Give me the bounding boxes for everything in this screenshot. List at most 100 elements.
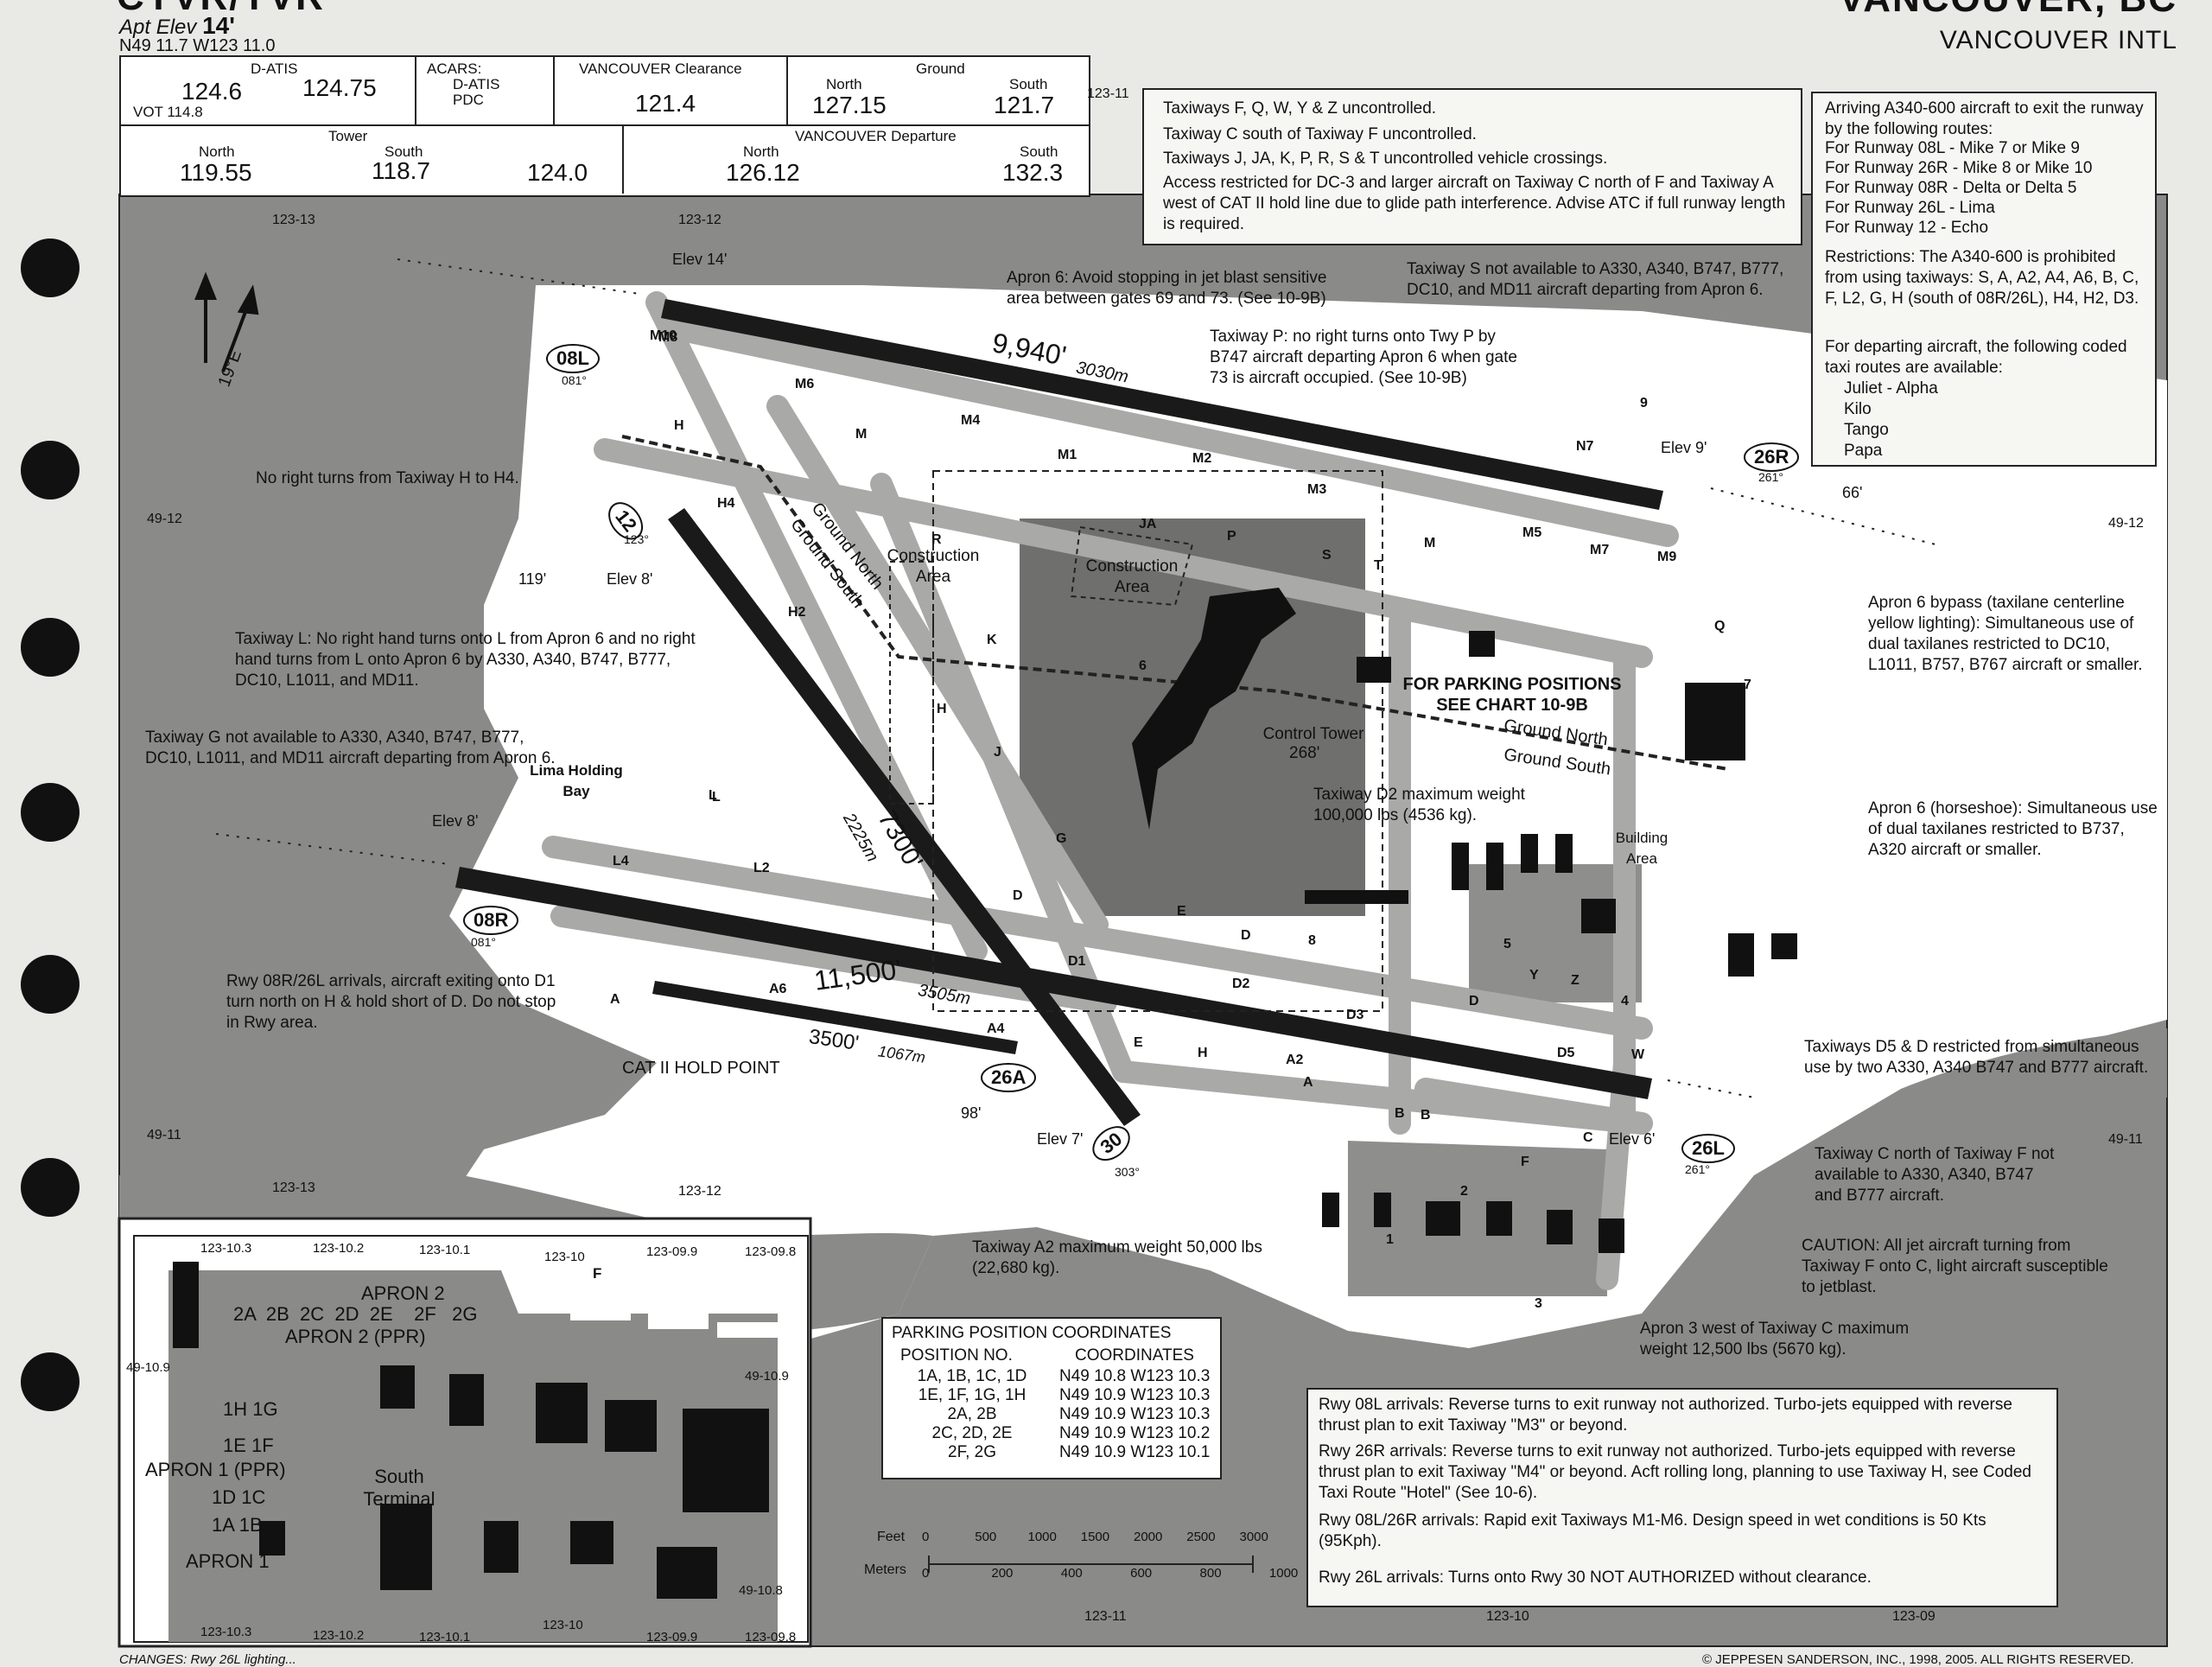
ground-north-label: North xyxy=(826,76,862,92)
runway-26L-heading: 261° xyxy=(1685,1162,1710,1176)
taxiway-label: E xyxy=(1177,904,1186,919)
clearance-freq: 121.4 xyxy=(635,90,696,117)
inset-apron-2-ppr: APRON 2 (PPR) xyxy=(285,1326,426,1347)
note-08l-arrivals: Rwy 08L arrivals: Reverse turns to exit … xyxy=(1319,1396,2012,1435)
ground-south-label: South xyxy=(1009,76,1048,92)
runways xyxy=(455,299,1663,1126)
taxiway-label: D xyxy=(1241,928,1251,943)
scale-meters-tick: 400 xyxy=(1060,1566,1083,1581)
parking-table-title: PARKING POSITION COORDINATES xyxy=(892,1324,1172,1342)
runway-26A xyxy=(652,981,1018,1054)
north-arrow xyxy=(194,271,259,372)
parking-col-coordinates: COORDINATES xyxy=(1075,1346,1194,1365)
binder-hole xyxy=(21,1352,79,1411)
a340-route: For Runway 26R - Mike 8 or Mike 10 xyxy=(1825,159,2093,177)
parking-table-row: 1E, 1F, 1G, 1H N49 10.9 W123 10.3 xyxy=(892,1386,1217,1405)
datis-freq-2: 124.75 xyxy=(302,74,377,101)
scale-feet-tick: 2500 xyxy=(1186,1530,1216,1544)
vot-freq: VOT 114.8 xyxy=(133,104,203,120)
datis-label: D-ATIS xyxy=(251,60,298,77)
taxiway-label: B xyxy=(1395,1106,1405,1121)
taxiway-label: K xyxy=(987,633,997,647)
footer-changes: CHANGES: Rwy 26L lighting... xyxy=(119,1652,296,1667)
parking-col-position: POSITION NO. xyxy=(900,1346,1013,1365)
taxiway-label: M2 xyxy=(1192,451,1212,466)
elevation-26L: Elev 6' xyxy=(1609,1130,1656,1148)
grid-label: 49-12 xyxy=(147,512,182,526)
taxiway-label: 8 xyxy=(1308,933,1316,948)
parking-coordinate: N49 10.9 W123 10.2 xyxy=(1059,1424,1211,1442)
obstacle-height: 66' xyxy=(1842,484,1863,501)
taxiway-label: M8 xyxy=(658,330,678,345)
runway-08L-heading: 081° xyxy=(562,373,587,387)
scale-feet-tick: 0 xyxy=(922,1530,930,1544)
departure-south-freq: 132.3 xyxy=(1002,159,1064,186)
parking-coordinate: N49 10.9 W123 10.3 xyxy=(1059,1386,1211,1404)
grid-label: 123-11 xyxy=(1084,1609,1127,1624)
taxiway-control-notes: Taxiways F, Q, W, Y & Z uncontrolled. Ta… xyxy=(1142,88,1802,245)
inset-grid-label: 123-10.2 xyxy=(313,1628,365,1643)
parking-position: 1E, 1F, 1G, 1H xyxy=(918,1386,1027,1404)
runway-08L-26R xyxy=(661,299,1663,510)
taxiway-label: P xyxy=(1227,529,1236,544)
taxiway-label: D3 xyxy=(1346,1008,1364,1022)
grid-label: 123-13 xyxy=(272,1180,315,1195)
departure-south-label: South xyxy=(1020,143,1058,160)
note-uncontrolled: Taxiways F, Q, W, Y & Z uncontrolled. xyxy=(1163,99,1437,118)
scale-feet-tick: 1500 xyxy=(1080,1530,1110,1544)
tower-north-label: North xyxy=(199,143,235,160)
acars-label: ACARS: xyxy=(427,60,482,77)
airport-coordinates: N49 11.7 W123 11.0 xyxy=(119,36,276,55)
a340-route: For Runway 12 - Echo xyxy=(1825,219,1989,237)
note-a2-weight: Taxiway A2 maximum weight 50,000 lbs (22… xyxy=(972,1238,1262,1277)
note-caution-jetblast: CAUTION: All jet aircraft turning from T… xyxy=(1802,1237,2108,1296)
inset-grid-label: 123-09.9 xyxy=(646,1630,698,1645)
taxiway-label: D2 xyxy=(1232,977,1250,991)
runway-08L-label: 08L xyxy=(546,344,600,373)
note-taxiway-l: Taxiway L: No right hand turns onto L fr… xyxy=(235,630,696,690)
scale-meters-tick: 0 xyxy=(922,1566,930,1581)
ground-boundary-line xyxy=(621,435,1729,771)
tower-south-label: South xyxy=(385,143,423,160)
note-vehicle-crossings: Taxiways J, JA, K, P, R, S & T uncontrol… xyxy=(1163,150,1608,168)
scale-feet-tick: 3000 xyxy=(1239,1530,1268,1544)
note-d5-restricted: Taxiways D5 & D restricted from simultan… xyxy=(1804,1038,2149,1077)
taxiway-label: J xyxy=(994,745,1001,760)
building-area-label: Building Area xyxy=(1615,830,1669,867)
tower-cell: Tower North 119.55 South 118.7 124.0 xyxy=(121,126,624,194)
clearance-cell: VANCOUVER Clearance 121.4 xyxy=(553,57,788,124)
note-d2-weight: Taxiway D2 maximum weight 100,000 lbs (4… xyxy=(1313,786,1525,824)
a340-title: Arriving A340-600 aircraft to exit the r… xyxy=(1825,99,2144,138)
departure-north-freq: 126.12 xyxy=(726,159,800,186)
inset-positions-1a-1b: 1A 1B xyxy=(212,1514,263,1536)
a340-route: For Runway 26L - Lima xyxy=(1825,199,1995,217)
tower-label: Tower xyxy=(328,128,368,144)
taxiway-label: D xyxy=(1469,994,1479,1008)
clearance-label: VANCOUVER Clearance xyxy=(579,60,742,77)
inset-grid-label: 123-09.8 xyxy=(745,1244,797,1259)
inset-apron-2-positions: 2A 2B 2C 2D 2E 2F 2G xyxy=(233,1303,478,1325)
binder-hole xyxy=(21,955,79,1014)
acars-cell: ACARS: D-ATIS PDC xyxy=(415,57,555,124)
elevation-26R: Elev 9' xyxy=(1661,439,1707,456)
runway-12-heading: 123° xyxy=(624,532,649,546)
inset-grid-label: 123-10.1 xyxy=(419,1243,471,1257)
taxiway-label: T xyxy=(1374,558,1382,573)
inset-grid-label: 49-10.9 xyxy=(126,1360,170,1375)
note-rapid-exit: Rwy 08L/26R arrivals: Rapid exit Taxiway… xyxy=(1319,1511,1986,1550)
inset-stand-markings xyxy=(570,1305,778,1338)
note-access-restricted: Access restricted for DC-3 and larger ai… xyxy=(1163,174,1786,233)
taxiway-label: L2 xyxy=(753,861,770,875)
note-taxiway-p: Taxiway P: no right turns onto Twy P by … xyxy=(1210,328,1517,387)
taxiway-label: A xyxy=(610,992,620,1007)
taxiway-label: 6 xyxy=(1139,659,1147,673)
departure-cell: VANCOUVER Departure North 126.12 South 1… xyxy=(622,126,1089,194)
taxiway-label: F xyxy=(1521,1155,1529,1169)
airport-name: VANCOUVER INTL xyxy=(1939,26,2177,54)
taxiway-label: R xyxy=(931,532,942,547)
runway-08R-label: 08R xyxy=(463,906,519,935)
